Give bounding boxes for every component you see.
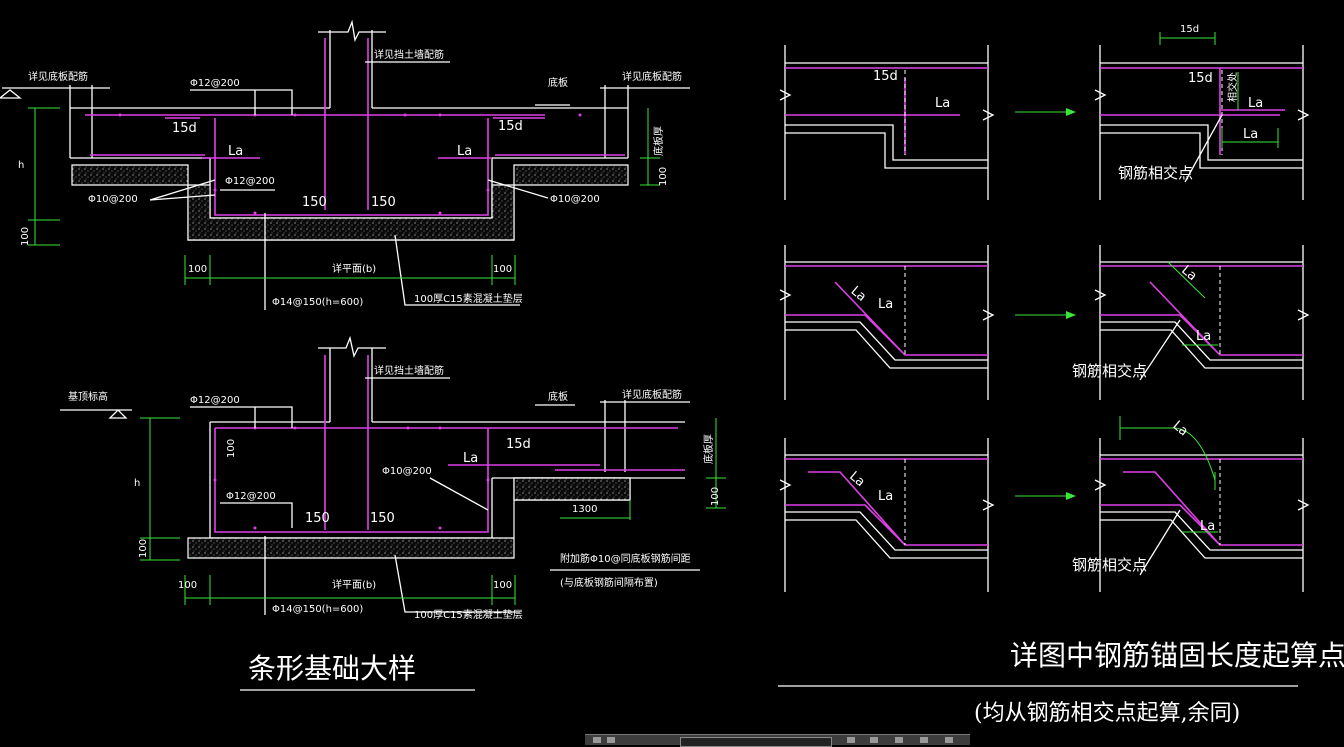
r1-left-anchor: 15d xyxy=(873,69,898,84)
r2-intersect: 钢筋相交点 xyxy=(1072,362,1147,380)
label-la-right: La xyxy=(457,144,472,159)
foundation-detail-1: 详见底板配筋 详见挡土墙配筋 Φ12@200 底板 详见底板配筋 15d 15d… xyxy=(0,19,690,310)
label-150b: 150 xyxy=(371,195,396,210)
label-slab-bars-left: 详见底板配筋 xyxy=(28,70,88,83)
r1-right-la1: La xyxy=(1248,96,1263,111)
r2-right-slope: La xyxy=(1178,263,1199,284)
taskbar[interactable] xyxy=(585,734,970,747)
label-side-left: Φ10@200 xyxy=(88,194,138,205)
tray-icon[interactable] xyxy=(847,737,855,743)
r1-left-la: La xyxy=(935,96,950,111)
label-inner-bars-2: Φ12@200 xyxy=(226,491,276,502)
r3-right-slope: La xyxy=(1169,418,1190,439)
label-100l-2: 100 xyxy=(178,580,197,591)
r2-left-la: La xyxy=(878,297,893,312)
label-bottom-plate: 底板 xyxy=(548,76,568,89)
tray-icon[interactable] xyxy=(895,737,903,743)
label-extra-note: (与底板钢筋间隔布置) xyxy=(560,576,658,589)
label-inner-bars: Φ12@200 xyxy=(225,176,275,187)
label-100r: 100 xyxy=(493,264,512,275)
label-wall-bars-2: 详见挡土墙配筋 xyxy=(374,364,444,377)
r1-right-la2: La xyxy=(1243,127,1258,142)
r2-right-la: La xyxy=(1196,329,1211,344)
r3-intersect: 钢筋相交点 xyxy=(1072,556,1147,574)
foundation-detail-2: 详见挡土墙配筋 Φ12@200 底板 详见底板配筋 基顶标高 h 100 100… xyxy=(60,335,726,621)
label-width-2: 详平面(b) xyxy=(332,578,376,591)
r1-right-anchor: 15d xyxy=(1188,71,1213,86)
label-anchor-left: 15d xyxy=(172,121,197,136)
app-icon[interactable] xyxy=(607,737,615,743)
label-150b-2: 150 xyxy=(370,511,395,526)
label-100l: 100 xyxy=(188,264,207,275)
label-wall-bars: 详见挡土墙配筋 xyxy=(374,48,444,61)
label-top-bars-2: Φ12@200 xyxy=(190,395,240,406)
label-cushion-2: 100厚C15素混凝土垫层 xyxy=(414,608,523,621)
label-la-2: La xyxy=(463,451,478,466)
label-h: h xyxy=(18,160,24,171)
r1-right-dim: 15d xyxy=(1180,24,1199,35)
label-anchor-2: 15d xyxy=(506,437,531,452)
label-slab-thk: 底板厚 xyxy=(652,126,665,156)
title-strip-foundation: 条形基础大样 xyxy=(248,652,416,685)
r1-right-thk: 相交处 xyxy=(1226,72,1239,102)
label-100vb-2: 100 xyxy=(138,539,149,558)
label-extra-bars: 附加筋Φ10@同底板钢筋间距 xyxy=(560,552,691,565)
label-slab-bars-2: 详见底板配筋 xyxy=(622,388,682,401)
r3-right-la: La xyxy=(1200,519,1215,534)
label-100vr-2: 100 xyxy=(710,487,721,506)
label-h-2: h xyxy=(134,478,140,489)
label-150a: 150 xyxy=(302,195,327,210)
anchorage-row-3: La La La La 钢筋相交点 xyxy=(779,416,1310,592)
label-main-bars-2: Φ14@150(h=600) xyxy=(272,604,363,615)
label-la-left: La xyxy=(228,144,243,159)
label-slab-thk-2: 底板厚 xyxy=(702,434,715,464)
label-150a-2: 150 xyxy=(305,511,330,526)
label-cushion: 100厚C15素混凝土垫层 xyxy=(414,292,523,305)
label-bottom-plate-2: 底板 xyxy=(548,390,568,403)
label-slab-bars-right: 详见底板配筋 xyxy=(622,70,682,83)
tray-icon[interactable] xyxy=(945,737,953,743)
label-side-bars-2: Φ10@200 xyxy=(382,466,432,477)
subtitle-anchorage: (均从钢筋相交点起算,余同) xyxy=(974,701,1240,726)
anchorage-row-2: La La La La 钢筋相交点 xyxy=(779,245,1310,400)
app-icon[interactable] xyxy=(593,737,601,743)
label-100r-2: 100 xyxy=(493,580,512,591)
r1-intersect: 钢筋相交点 xyxy=(1118,164,1193,182)
label-1300: 1300 xyxy=(572,504,597,515)
label-top-bars: Φ12@200 xyxy=(190,78,240,89)
label-anchor-right: 15d xyxy=(498,119,523,134)
r2-left-slope: La xyxy=(848,284,869,305)
label-main-bars: Φ14@150(h=600) xyxy=(272,297,363,308)
label-100vr: 100 xyxy=(658,167,669,186)
search-box[interactable] xyxy=(680,737,832,747)
label-width: 详平面(b) xyxy=(332,262,376,275)
label-100v: 100 xyxy=(20,227,31,246)
title-anchorage: 详图中钢筋锚固长度起算点示意 xyxy=(1010,639,1344,672)
anchorage-row-1: 15d La 15d 15d 相交处 La La 钢筋相交点 xyxy=(779,24,1310,200)
label-side-right: Φ10@200 xyxy=(550,194,600,205)
tray-icon[interactable] xyxy=(870,737,878,743)
label-base-level: 基顶标高 xyxy=(68,390,108,403)
tray-icon[interactable] xyxy=(920,737,928,743)
r3-left-la: La xyxy=(878,489,893,504)
r3-left-slope: La xyxy=(846,469,867,490)
label-100v-2: 100 xyxy=(226,439,237,458)
